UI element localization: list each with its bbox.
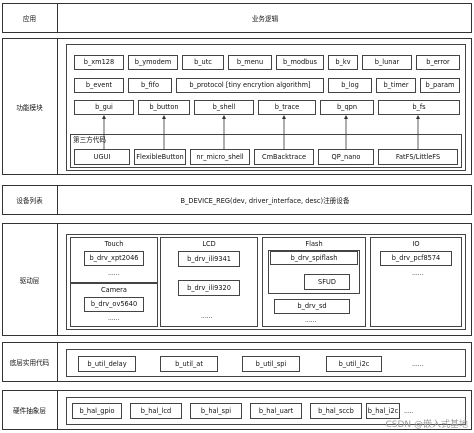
touch-title: Touch [104, 240, 124, 248]
third-party-nr-micro-shell: nr_micro_shell [190, 149, 250, 165]
driver-divider [57, 223, 58, 336]
io-title: IO [412, 240, 420, 248]
driver-sfud: SFUD [304, 274, 350, 290]
device-list-row [2, 185, 472, 215]
hal-b-hal-gpio: b_hal_gpio [72, 403, 122, 419]
hal-ellipsis: ..... [404, 408, 414, 415]
device-register-macro: B_DEVICE_REG(dev, driver_interface, desc… [180, 197, 350, 205]
module-b-trace: b_trace [258, 100, 316, 115]
lcd-ellipsis: ...... [201, 313, 213, 320]
driver-b-drv-ov5640: b_drv_ov5640 [84, 297, 144, 312]
module-b-event: b_event [74, 78, 124, 93]
module-b-log: b_log [328, 78, 372, 93]
module-b-ymodem: b_ymodem [128, 55, 178, 70]
lcd-title: LCD [202, 240, 216, 248]
func-divider [57, 38, 58, 175]
module-b-gui: b_gui [74, 100, 134, 115]
module-b-shell: b_shell [194, 100, 254, 115]
utility-label: 底层实用代码 [9, 359, 50, 367]
module-b-protocol: b_protocol [tiny encrytion algorithm] [176, 78, 324, 93]
third-party-qp-nano: QP_nano [318, 149, 374, 165]
io-ellipsis: ...... [412, 270, 424, 277]
business-logic: 业务逻辑 [251, 15, 279, 23]
hal-b-hal-spi: b_hal_spi [190, 403, 242, 419]
camera-ellipsis: ...... [108, 315, 120, 322]
driver-b-drv-ili9320: b_drv_ili9320 [178, 280, 240, 296]
app-row-label: 应用 [22, 15, 37, 23]
module-b-button: b_button [138, 100, 190, 115]
utility-ellipsis: ...... [412, 361, 424, 368]
util-b-util-delay: b_util_delay [78, 356, 136, 372]
csdn-watermark: CSDN @嵌入式基地 [385, 420, 468, 430]
module-b-modbus: b_modbus [276, 55, 324, 70]
third-party-ugui: UGUI [74, 149, 130, 165]
third-party-fatfs-littlefs: FatFS/LittleFS [378, 149, 458, 165]
third-party-cmbacktrace: CmBacktrace [254, 149, 314, 165]
flash-title: Flash [305, 240, 323, 248]
driver-layer-label: 驱动层 [19, 276, 40, 285]
module-b-xm128: b_xm128 [74, 55, 124, 70]
driver-b-drv-xpt2046: b_drv_xpt2046 [84, 251, 144, 266]
module-b-fs: b_fs [378, 100, 460, 115]
module-b-qpn: b_qpn [320, 100, 374, 115]
camera-title: Camera [101, 286, 127, 294]
hal-label: 硬件抽象层 [13, 407, 46, 415]
utility-divider [57, 342, 58, 382]
hal-b-hal-i2c: b_hal_i2c [366, 403, 400, 419]
flash-ellipsis: ...... [305, 317, 317, 324]
module-b-fifo: b_fifo [128, 78, 172, 93]
util-b-util-at: b_util_at [160, 356, 218, 372]
driver-b-drv-ili9341: b_drv_ili9341 [178, 251, 240, 267]
driver-b-drv-pcf8574: b_drv_pcf8574 [380, 251, 452, 266]
module-b-error: b_error [416, 55, 460, 70]
app-divider [57, 3, 58, 33]
third-party-title: 第三方代码 [73, 136, 106, 144]
module-b-param: b_param [420, 78, 460, 93]
hal-b-hal-uart: b_hal_uart [250, 403, 302, 419]
hal-b-hal-sccb: b_hal_sccb [310, 403, 362, 419]
app-row [2, 3, 472, 33]
hal-b-hal-lcd: b_hal_lcd [130, 403, 182, 419]
util-b-util-i2c: b_util_i2c [326, 356, 382, 372]
device-list-label: 设备列表 [16, 197, 43, 205]
third-party-flexiblebutton: FlexibleButton [134, 149, 186, 165]
driver-b-drv-sd: b_drv_sd [274, 299, 350, 314]
module-b-utc: b_utc [182, 55, 224, 70]
hal-divider [57, 390, 58, 430]
touch-ellipsis: ...... [108, 270, 120, 277]
driver-b-drv-spiflash: b_drv_spiflash [270, 251, 358, 265]
device-divider [57, 185, 58, 215]
module-b-timer: b_timer [376, 78, 416, 93]
module-b-menu: b_menu [228, 55, 272, 70]
module-b-lunar: b_lunar [362, 55, 412, 70]
function-module-label: 功能模块 [16, 103, 43, 112]
util-b-util-spi: b_util_spi [242, 356, 300, 372]
module-b-kv: b_kv [328, 55, 358, 70]
